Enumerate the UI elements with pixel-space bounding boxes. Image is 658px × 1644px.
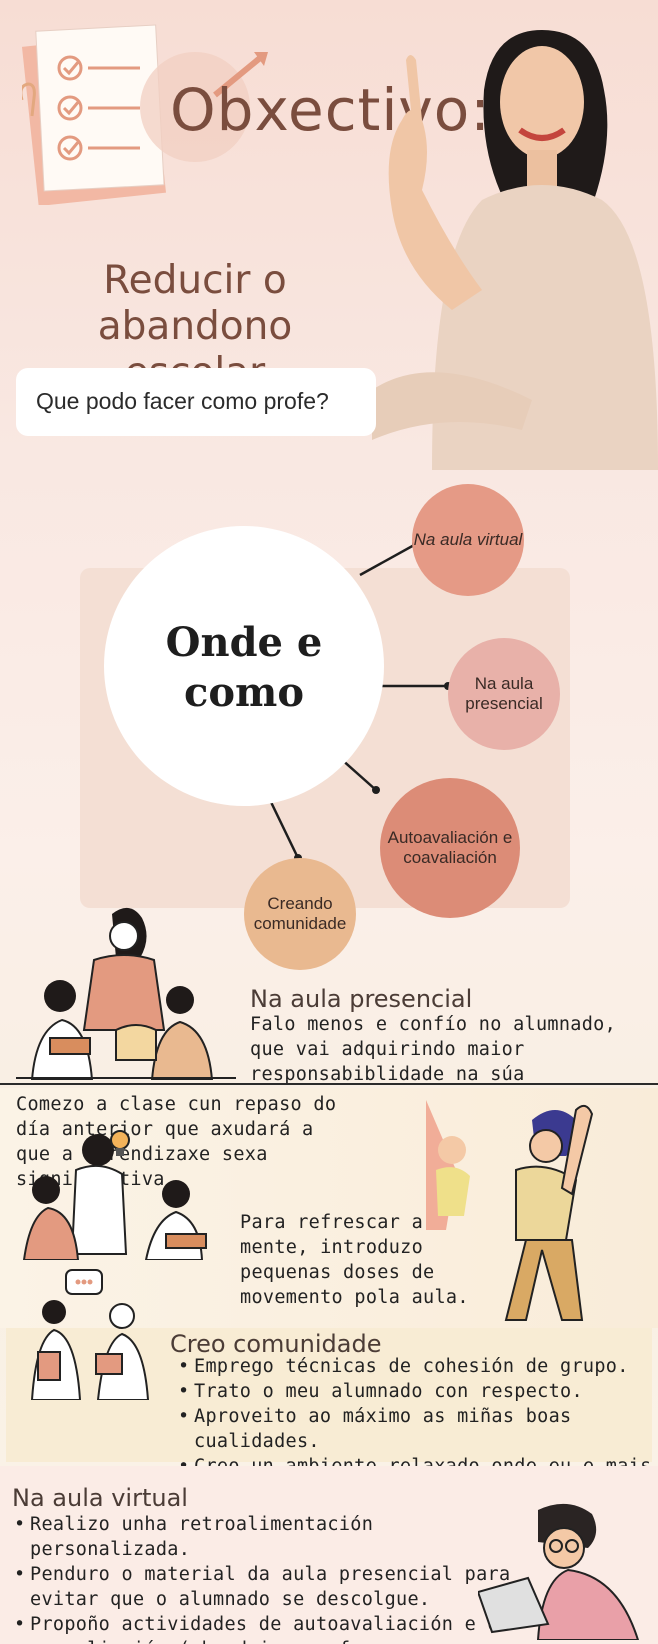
list-item: Propoño actividades de autoavaliación e … <box>12 1612 512 1644</box>
teacher-students-illustration <box>22 1134 207 1260</box>
students-group-illustration <box>16 907 236 1080</box>
movemento-text: Para refrescar a mente, introduzo pequen… <box>240 1212 469 1308</box>
teacher-photo <box>372 30 658 470</box>
virtual-list: Realizo unha retroalimentación personali… <box>12 1512 512 1644</box>
node-aula-presencial: Na aula presencial <box>448 638 560 750</box>
center-label: Onde e como <box>165 619 323 716</box>
lightbulb-icon <box>110 1130 130 1156</box>
dancing-people-illustration <box>426 1100 594 1321</box>
section-divider <box>0 1083 658 1085</box>
node-aula-virtual: Na aula virtual <box>412 484 524 596</box>
list-item: Penduro o material da aula presencial pa… <box>12 1562 512 1612</box>
page-title: Obxectivo: <box>170 76 491 144</box>
arrow-decoration <box>213 52 268 98</box>
checklist-clipboard-icon <box>22 24 167 205</box>
question-card <box>16 368 376 436</box>
presencial-heading: Na aula presencial <box>250 985 473 1013</box>
two-people-talking-illustration <box>30 1269 150 1400</box>
node-autoavaliacion: Autoavaliación e coavaliación <box>380 778 520 918</box>
virtual-heading: Na aula virtual <box>12 1484 188 1512</box>
center-circle <box>104 526 384 806</box>
node-creando-comunidade: Creando comunidade <box>244 858 356 970</box>
person-laptop-illustration <box>478 1503 640 1640</box>
title-target-decoration <box>140 52 250 162</box>
list-item: Realizo unha retroalimentación personali… <box>12 1512 512 1562</box>
list-item: Emprego técnicas de cohesión de grupo. <box>176 1354 658 1379</box>
list-item: Trato o meu alumnado con respecto. <box>176 1379 658 1404</box>
list-item: Aproveito ao máximo as miñas boas cualid… <box>176 1404 658 1454</box>
question-text: Que podo facer como profe? <box>36 388 329 414</box>
